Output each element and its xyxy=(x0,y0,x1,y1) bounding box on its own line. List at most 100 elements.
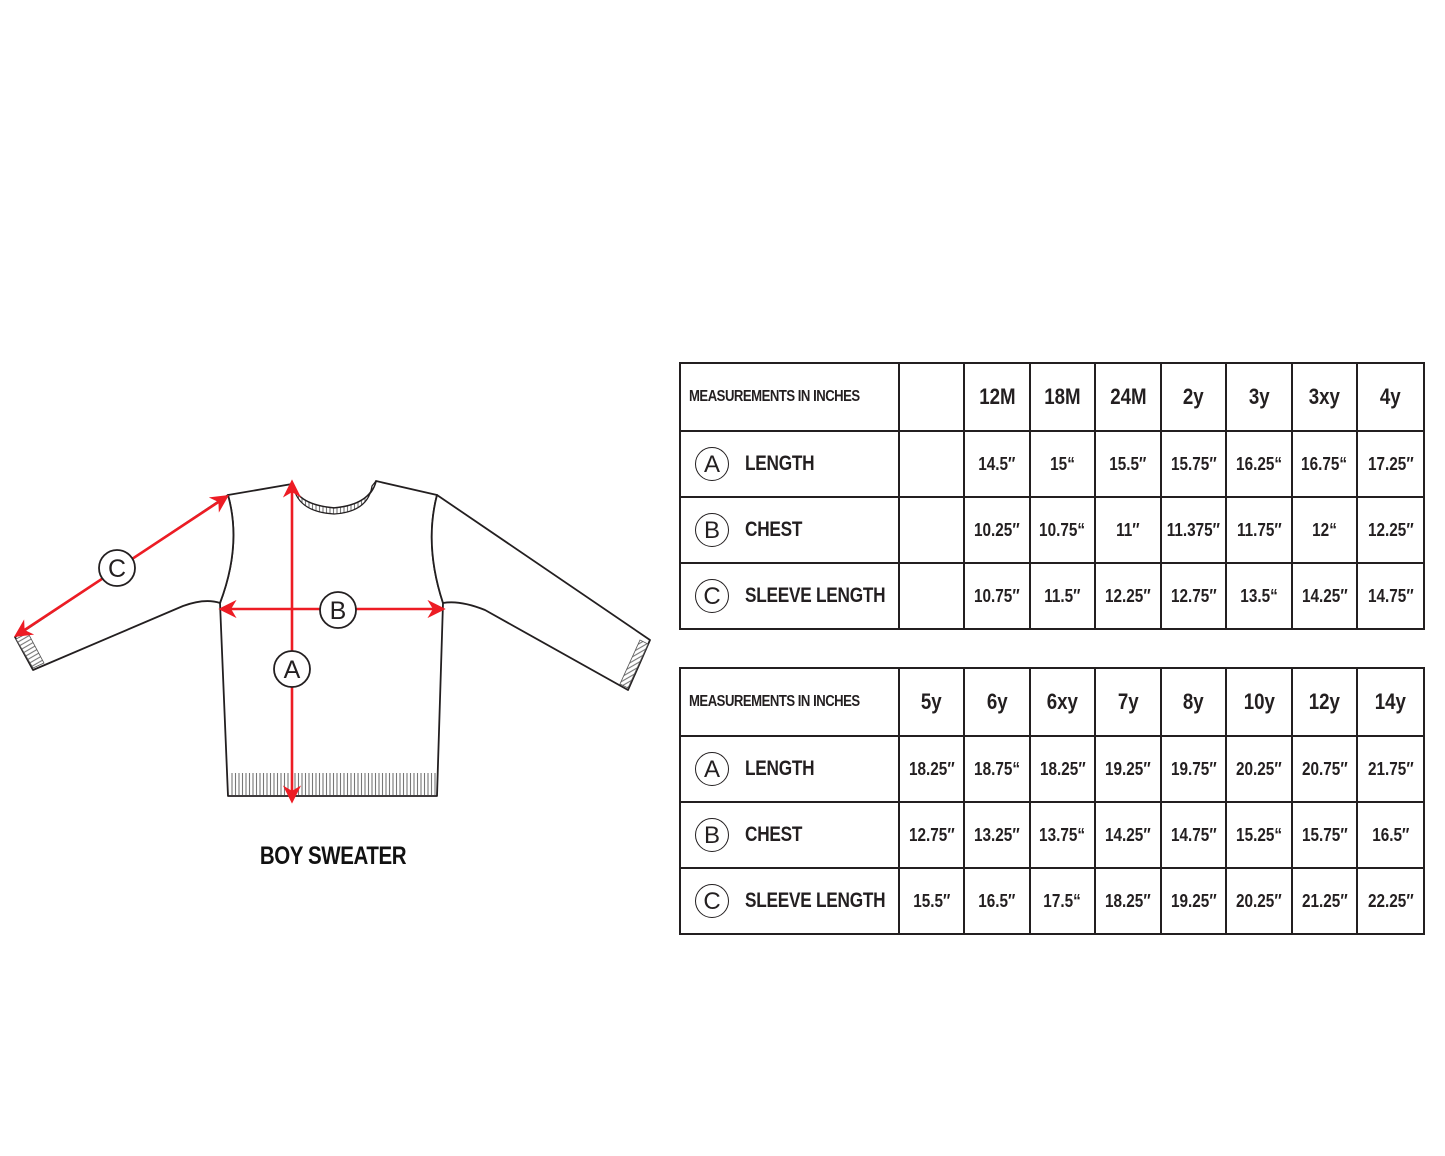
value-cell: 11.5″ xyxy=(1029,562,1096,630)
hem-ribbing xyxy=(229,773,436,795)
sweater-outline xyxy=(14,480,651,797)
svg-text:C: C xyxy=(108,555,126,583)
size-header: 4y xyxy=(1356,362,1425,432)
row-label: CHEST xyxy=(745,518,803,541)
marker-c-icon: C xyxy=(695,579,729,613)
table-header-row: MEASUREMENTS IN INCHES 12M 18M 24M 2y 3y… xyxy=(679,362,1425,432)
table-row-length: A LENGTH 14.5″ 15“ 15.5″ 15.75″ 16.25“ 16… xyxy=(679,430,1425,498)
size-table-1: MEASUREMENTS IN INCHES 12M 18M 24M 2y 3y… xyxy=(679,362,1425,630)
value-cell: 12“ xyxy=(1291,496,1358,564)
value-cell: 20.25″ xyxy=(1225,735,1293,803)
marker-a-icon: A xyxy=(695,447,729,481)
neck-ribbing xyxy=(291,480,377,515)
size-header: 12y xyxy=(1291,667,1358,737)
row-label: LENGTH xyxy=(745,757,815,780)
value-cell: 14.75″ xyxy=(1160,801,1227,869)
value-cell: 19.25″ xyxy=(1094,735,1162,803)
marker-a: A xyxy=(273,650,311,688)
sweater-diagram: A B C xyxy=(13,479,651,804)
size-header: 6y xyxy=(963,667,1031,737)
size-header: 7y xyxy=(1094,667,1162,737)
value-cell: 11.375″ xyxy=(1160,496,1227,564)
size-header: 3y xyxy=(1225,362,1293,432)
value-cell: 10.75″ xyxy=(963,562,1031,630)
value-cell: 13.25″ xyxy=(963,801,1031,869)
value-cell: 17.5“ xyxy=(1029,867,1096,935)
value-cell: 10.75“ xyxy=(1029,496,1096,564)
value-cell: 13.5“ xyxy=(1225,562,1293,630)
table-title: MEASUREMENTS IN INCHES xyxy=(679,667,900,737)
size-header: 14y xyxy=(1356,667,1425,737)
value-cell: 14.75″ xyxy=(1356,562,1425,630)
size-header: 3xy xyxy=(1291,362,1358,432)
table-header-row: MEASUREMENTS IN INCHES 5y 6y 6xy 7y 8y 1… xyxy=(679,667,1425,737)
marker-b-icon: B xyxy=(695,513,729,547)
value-cell: 18.25″ xyxy=(1094,867,1162,935)
value-cell: 10.25″ xyxy=(963,496,1031,564)
value-cell: 17.25″ xyxy=(1356,430,1425,498)
value-cell: 18.75“ xyxy=(963,735,1031,803)
size-table-2: MEASUREMENTS IN INCHES 5y 6y 6xy 7y 8y 1… xyxy=(679,667,1425,935)
marker-c: C xyxy=(98,549,136,587)
row-label: SLEEVE LENGTH xyxy=(745,584,886,607)
blank-cell xyxy=(898,430,965,498)
value-cell: 18.25″ xyxy=(898,735,965,803)
value-cell: 12.25″ xyxy=(1094,562,1162,630)
table-row-sleeve-length: C SLEEVE LENGTH 10.75″ 11.5″ 12.25″ 12.75… xyxy=(679,562,1425,630)
value-cell: 16.25“ xyxy=(1225,430,1293,498)
svg-text:A: A xyxy=(284,656,301,684)
value-cell: 15.25“ xyxy=(1225,801,1293,869)
blank-cell xyxy=(898,562,965,630)
value-cell: 13.75“ xyxy=(1029,801,1096,869)
marker-b: B xyxy=(319,591,357,629)
value-cell: 12.25″ xyxy=(1356,496,1425,564)
row-label: SLEEVE LENGTH xyxy=(745,889,886,912)
value-cell: 15.5″ xyxy=(898,867,965,935)
value-cell: 19.25″ xyxy=(1160,867,1227,935)
value-cell: 12.75″ xyxy=(898,801,965,869)
value-cell: 14.25″ xyxy=(1291,562,1358,630)
size-header: 18M xyxy=(1029,362,1096,432)
size-header: 12M xyxy=(963,362,1031,432)
value-cell: 16.5″ xyxy=(963,867,1031,935)
marker-b-icon: B xyxy=(695,818,729,852)
size-header: 10y xyxy=(1225,667,1293,737)
value-cell: 16.5″ xyxy=(1356,801,1425,869)
svg-text:B: B xyxy=(330,597,347,625)
value-cell: 15.75″ xyxy=(1291,801,1358,869)
row-label: LENGTH xyxy=(745,452,815,475)
table-row-length: A LENGTH 18.25″ 18.75“ 18.25″ 19.25″ 19.7… xyxy=(679,735,1425,803)
diagram-caption: BOY SWEATER xyxy=(259,842,407,870)
marker-c-icon: C xyxy=(695,884,729,918)
value-cell: 11.75″ xyxy=(1225,496,1293,564)
value-cell: 14.25″ xyxy=(1094,801,1162,869)
value-cell: 14.5″ xyxy=(963,430,1031,498)
size-header: 5y xyxy=(898,667,965,737)
value-cell: 16.75“ xyxy=(1291,430,1358,498)
value-cell: 18.25″ xyxy=(1029,735,1096,803)
value-cell: 20.25″ xyxy=(1225,867,1293,935)
table-title: MEASUREMENTS IN INCHES xyxy=(679,362,900,432)
right-cuff-ribbing xyxy=(619,639,649,689)
blank-cell xyxy=(898,496,965,564)
table-row-chest: B CHEST 12.75″ 13.25″ 13.75“ 14.25″ 14.75… xyxy=(679,801,1425,869)
size-header: 8y xyxy=(1160,667,1227,737)
marker-a-icon: A xyxy=(695,752,729,786)
value-cell: 21.25″ xyxy=(1291,867,1358,935)
blank-cell xyxy=(898,362,965,432)
size-header: 24M xyxy=(1094,362,1162,432)
value-cell: 20.75″ xyxy=(1291,735,1358,803)
size-header: 6xy xyxy=(1029,667,1096,737)
value-cell: 21.75″ xyxy=(1356,735,1425,803)
value-cell: 12.75″ xyxy=(1160,562,1227,630)
value-cell: 15.5″ xyxy=(1094,430,1162,498)
value-cell: 15.75″ xyxy=(1160,430,1227,498)
row-label: CHEST xyxy=(745,823,803,846)
value-cell: 11″ xyxy=(1094,496,1162,564)
value-cell: 15“ xyxy=(1029,430,1096,498)
value-cell: 19.75″ xyxy=(1160,735,1227,803)
value-cell: 22.25″ xyxy=(1356,867,1425,935)
size-header: 2y xyxy=(1160,362,1227,432)
